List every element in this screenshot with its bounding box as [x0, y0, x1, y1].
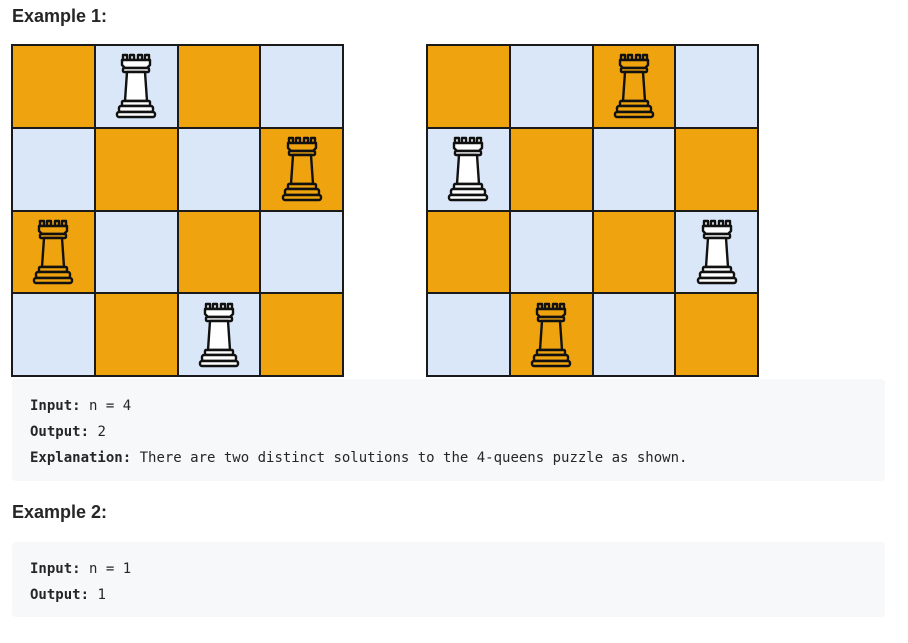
dark-square — [95, 294, 177, 375]
input-line: Input: n = 1 — [30, 556, 867, 582]
output-line: Output: 1 — [30, 582, 867, 608]
input-value: n = 1 — [80, 561, 132, 577]
chess-queen-icon — [613, 54, 655, 119]
chess-queen-icon — [198, 302, 240, 367]
light-square — [261, 46, 342, 127]
example-1-code-block: Input: n = 4 Output: 2 Explanation: Ther… — [12, 379, 885, 481]
light-square — [676, 211, 757, 293]
chess-queen-icon — [115, 54, 157, 119]
output-label: Output: — [30, 424, 90, 440]
light-square — [178, 128, 260, 210]
explanation-line: Explanation: There are two distinct solu… — [30, 445, 867, 471]
light-square — [510, 211, 592, 293]
dark-square — [593, 46, 675, 127]
example-1-heading: Example 1: — [12, 6, 108, 26]
dark-square — [510, 128, 592, 210]
light-square — [95, 211, 177, 293]
light-square — [178, 294, 260, 375]
light-square — [593, 294, 675, 375]
output-label: Output: — [30, 587, 90, 603]
input-label: Input: — [30, 561, 81, 577]
dark-square — [261, 294, 342, 375]
output-value: 1 — [89, 587, 106, 603]
dark-square — [178, 46, 260, 127]
light-square — [510, 46, 592, 127]
chess-queen-icon — [530, 302, 572, 367]
explanation-value: There are two distinct solutions to the … — [131, 450, 688, 466]
input-line: Input: n = 4 — [30, 393, 867, 419]
dark-square — [261, 128, 342, 210]
light-square — [593, 128, 675, 210]
light-square — [428, 128, 509, 210]
dark-square — [676, 128, 757, 210]
input-label: Input: — [30, 398, 81, 414]
dark-square — [178, 211, 260, 293]
chess-queen-icon — [33, 219, 74, 285]
output-line: Output: 2 — [30, 419, 867, 445]
example-2-heading: Example 2: — [12, 502, 108, 522]
dark-square — [593, 211, 675, 293]
light-square — [13, 294, 94, 375]
dark-square — [95, 128, 177, 210]
dark-square — [428, 46, 509, 127]
dark-square — [428, 211, 509, 293]
explanation-label: Explanation: — [30, 450, 132, 466]
chess-queen-icon — [448, 136, 489, 202]
light-square — [428, 294, 509, 375]
chessboard-solution-1 — [11, 44, 344, 377]
light-square — [13, 128, 94, 210]
output-value: 2 — [89, 424, 106, 440]
light-square — [676, 46, 757, 127]
dark-square — [510, 294, 592, 375]
light-square — [95, 46, 177, 127]
dark-square — [676, 294, 757, 375]
chessboard-solution-2 — [426, 44, 759, 377]
chess-queen-icon — [281, 136, 322, 202]
example-2-code-block: Input: n = 1 Output: 1 — [12, 542, 885, 617]
light-square — [261, 211, 342, 293]
dark-square — [13, 211, 94, 293]
chess-queen-icon — [696, 219, 737, 285]
input-value: n = 4 — [80, 398, 132, 414]
dark-square — [13, 46, 94, 127]
